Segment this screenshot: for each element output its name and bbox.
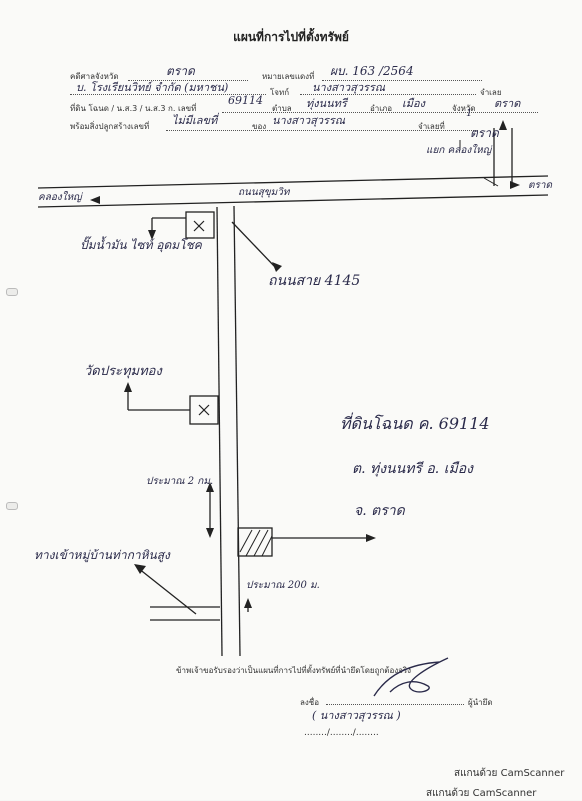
province-value: ตราด: [494, 97, 521, 110]
road-4145-label: ถนนสาย 4145: [268, 273, 361, 289]
subdistrict-value: ทุ่งนนทรี: [306, 97, 347, 110]
owner-label: ของ: [252, 122, 267, 131]
right-direction-label: ตราด: [528, 180, 552, 191]
court-label: คดีศาลจังหวัด: [70, 72, 119, 81]
arrow-right-icon: [366, 534, 376, 542]
arrow-right-icon: [510, 181, 520, 189]
building-label: พร้อมสิ่งปลูกสร้างเลขที่: [70, 122, 150, 131]
building-dotline: [166, 130, 478, 131]
side-road-label: แยก คลองใหญ่: [426, 145, 492, 156]
landmark-1-label: ปั๊มน้ำมัน ไซท์ อุดมโชค: [80, 238, 202, 252]
date-line: ......../......../........: [304, 728, 379, 738]
court-value: ตราด: [166, 64, 195, 78]
arrow-up-icon: [124, 382, 132, 392]
court-dotline: [128, 80, 248, 81]
signer-name: ( นางสาวสุวรรณ ): [312, 709, 401, 722]
main-road-edge-top: [37, 175, 549, 189]
arrow-up-icon: [206, 482, 214, 492]
camscanner-watermark: สแกนด้วย CamScanner: [454, 768, 565, 779]
main-road-edge-bottom: [37, 194, 549, 208]
defendant-no-value: 1: [466, 108, 473, 119]
property-line-3: จ. ตราด: [354, 503, 405, 519]
distance-1-label: ประมาณ 2 กม.: [146, 476, 214, 487]
arrow-down-icon: [206, 528, 214, 538]
arrow-icon: [272, 262, 282, 272]
distance-2-label: ประมาณ 200 ม.: [246, 580, 320, 591]
district-label: อำเภอ: [370, 104, 393, 113]
arrow-up-icon: [499, 120, 507, 130]
plaintiff-dotline: [70, 94, 266, 95]
camscanner-watermark-duplicate: สแกนด้วย CamScanner: [426, 788, 537, 799]
plaintiff-value: บ. โรงเรียนวิทย์ จำกัด (มหาชน): [76, 81, 229, 94]
signature-mark: [373, 657, 449, 697]
role-label: ผู้นำยึด: [468, 698, 493, 707]
province-label: จังหวัด: [452, 104, 476, 113]
landmark-1-box: [185, 211, 215, 239]
plaintiff-label: โจทก์: [270, 88, 290, 97]
punch-hole: [6, 502, 18, 510]
main-road-label: ถนนสุขุมวิท: [238, 187, 290, 198]
arrow-down-icon: [148, 230, 156, 240]
arrow-left-icon: [90, 196, 100, 204]
district-value: เมือง: [402, 97, 425, 110]
road-4145-edge-right: [233, 205, 241, 657]
property-line-1: ที่ดินโฉนด ค. 69114: [340, 414, 490, 433]
punch-hole: [6, 288, 18, 296]
certification-text: ข้าพเจ้าขอรับรองว่าเป็นแผนที่การไปที่ตั้…: [176, 666, 412, 675]
road-4145-edge-left: [216, 206, 223, 657]
subdistrict-label: ตำบล: [272, 104, 292, 113]
arrow-icon: [134, 564, 146, 574]
document-title: แผนที่การไปที่ตั้งทรัพย์: [233, 30, 349, 44]
owner-value: นางสาวสุวรรณ: [272, 114, 346, 127]
landmark-3-label: ทางเข้าหมู่บ้านท่ากาหินสูง: [34, 548, 170, 562]
top-right-town: ตราด: [470, 126, 499, 140]
sign-dotline: [326, 704, 464, 705]
building-value: ไม่มีเลขที่: [172, 114, 218, 127]
arrow-up-icon: [244, 598, 252, 608]
defendant-no-label: จำเลยที่: [418, 122, 445, 131]
sign-label: ลงชื่อ: [300, 698, 320, 707]
defendant-label: จำเลย: [480, 88, 502, 97]
land-no-value: 69114: [228, 94, 263, 107]
defendant-value: นางสาวสุวรรณ: [312, 81, 386, 94]
property-box: [237, 527, 273, 557]
case-no-dotline: [322, 80, 482, 81]
case-no-value: ผบ. 163 /2564: [330, 64, 414, 78]
landmark-2-label: วัดประทุมทอง: [84, 364, 162, 379]
property-hatching: [239, 529, 273, 557]
land-label: ที่ดิน โฉนด / น.ส.3 / น.ส.3 ก. เลขที่: [70, 104, 197, 113]
defendant-dotline: [300, 94, 476, 95]
property-line-2: ต. ทุ่งนนทรี อ. เมือง: [352, 461, 473, 477]
left-direction-label: คลองใหญ่: [38, 192, 82, 203]
land-dotline: [222, 112, 538, 113]
case-no-label: หมายเลขแดงที่: [262, 72, 315, 81]
